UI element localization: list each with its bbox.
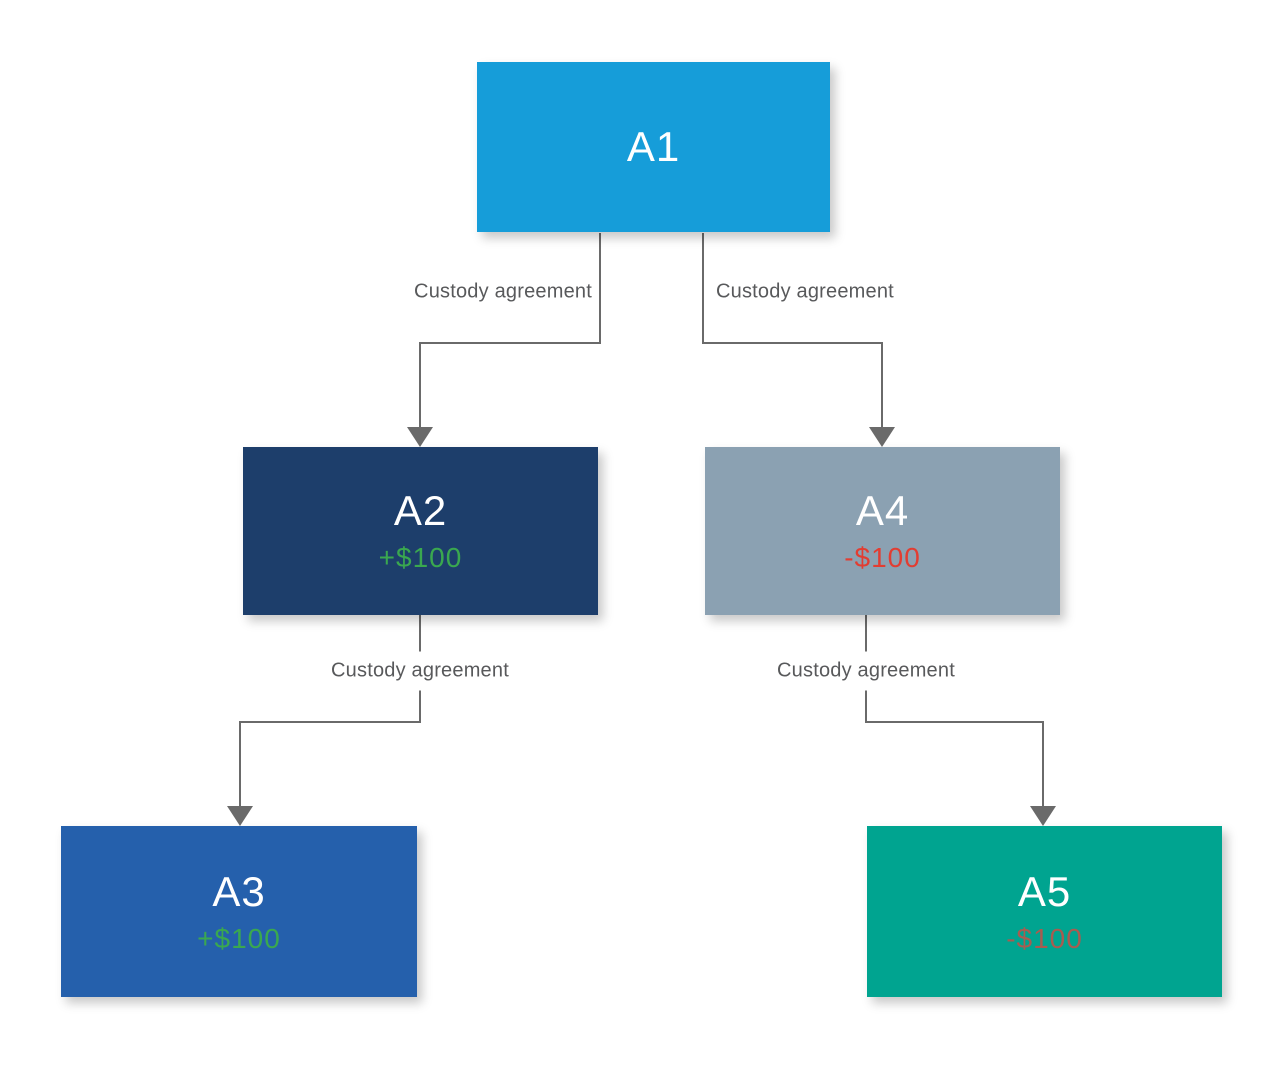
arrowhead-a5-icon <box>1030 806 1056 826</box>
node-a1: A1 <box>477 62 830 232</box>
edge-label-a4-a5: Custody agreement <box>767 651 965 691</box>
edge-a1-a4 <box>702 233 883 430</box>
edge-label-a1-a2: Custody agreement <box>414 280 592 303</box>
arrowhead-a2-icon <box>407 427 433 447</box>
node-a4-title: A4 <box>855 487 910 534</box>
edge-arrowheads <box>227 427 1056 826</box>
node-a2-amount: +$100 <box>378 542 463 573</box>
node-a4-amount: -$100 <box>844 542 921 573</box>
node-a1-title: A1 <box>626 123 681 170</box>
node-a3-title: A3 <box>212 867 266 915</box>
edge-a2-a3 <box>239 615 421 809</box>
arrowhead-a4-icon <box>869 427 895 447</box>
node-a5-amount: -$100 <box>1006 922 1083 954</box>
node-a4: A4 -$100 <box>705 447 1060 615</box>
edge-a4-a5 <box>865 615 1044 809</box>
node-a3-amount: +$100 <box>197 922 281 954</box>
node-a3: A3 +$100 <box>61 826 417 997</box>
edge-label-a1-a4: Custody agreement <box>716 280 894 303</box>
node-a2-title: A2 <box>393 487 448 534</box>
edge-label-a2-a3: Custody agreement <box>321 651 519 691</box>
edge-a1-a2 <box>419 233 601 430</box>
node-a2: A2 +$100 <box>243 447 598 615</box>
node-a5: A5 -$100 <box>867 826 1222 997</box>
node-a5-title: A5 <box>1017 867 1072 915</box>
arrowhead-a3-icon <box>227 806 253 826</box>
